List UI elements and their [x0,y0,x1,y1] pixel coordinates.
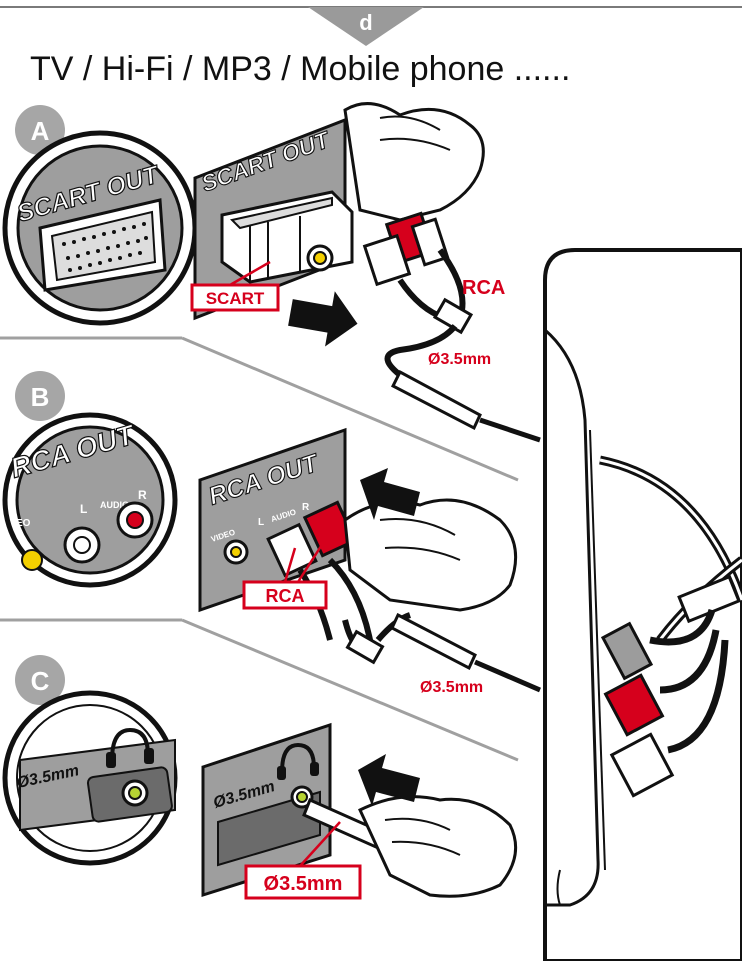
rca-callout-label: RCA [266,586,305,606]
panel-r: R [302,502,310,513]
badge-b-letter: B [31,382,50,412]
jack-label-a: Ø3.5mm [428,351,491,368]
speaker-unit [545,250,742,961]
scart-callout-label: SCART [206,289,265,308]
zoom-scart-out: SCART OUT [5,133,195,323]
jack-callout-label: Ø3.5mm [264,873,343,895]
jack-label-b: Ø3.5mm [420,679,483,696]
section-letter: d [359,10,372,35]
zoom-port-video: EO [16,518,31,529]
rca-label-a: RCA [462,277,505,299]
zoom-port-r: R [138,488,147,502]
badge-a-letter: A [31,116,50,146]
arrow-icon [286,284,363,351]
zoom-port-l: L [80,502,87,516]
badge-c-letter: C [31,666,50,696]
section-a: A SCART OUT SCART OUT [5,104,540,440]
scart-panel: SCART OUT [195,104,540,440]
page-title: TV / Hi-Fi / MP3 / Mobile phone ...... [30,50,570,88]
zoom-rca-out: RCA OUT L AUDIO R EO [5,415,175,585]
panel-l: L [258,517,264,528]
zoom-headphone-jack: Ø3.5mm [5,693,175,863]
